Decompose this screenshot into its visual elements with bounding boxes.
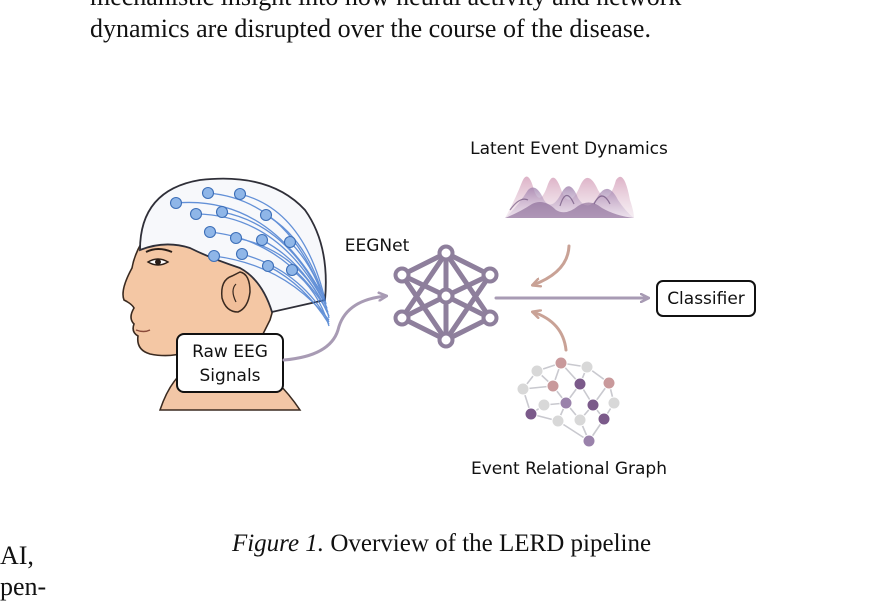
eeg-cap	[139, 177, 327, 314]
left-column-fragment-2: pen-	[0, 572, 47, 601]
latent-dynamics-waves	[505, 176, 634, 218]
raw-eeg-signals-box: Raw EEG Signals	[176, 333, 284, 393]
arrow-eeg-to-eegnet	[282, 296, 386, 362]
arrow-latent-to-main	[533, 244, 571, 285]
eegnet-nodes	[393, 244, 499, 349]
eegnet-label: EEGNet	[345, 236, 410, 256]
ear	[220, 271, 251, 313]
raw-eeg-label-line-2: Signals	[199, 366, 260, 386]
body-text-line-1: mechanistic insight into how neural acti…	[90, 0, 681, 12]
figure-caption: Figure 1. Overview of the LERD pipeline	[0, 530, 883, 558]
event-relational-graph	[516, 356, 621, 448]
classifier-box: Classifier	[656, 280, 756, 317]
event-graph-label: Event Relational Graph	[471, 459, 667, 479]
arrow-graph-to-main	[533, 312, 568, 352]
left-column-fragment-1: AI,	[0, 541, 34, 570]
latent-dynamics-label: Latent Event Dynamics	[470, 139, 668, 159]
raw-eeg-label-line-1: Raw EEG	[192, 342, 268, 362]
electrode-wires	[175, 192, 330, 327]
classifier-label: Classifier	[667, 289, 745, 309]
figure-caption-prefix: Figure 1.	[231, 530, 325, 557]
body-text-line-2: dynamics are disrupted over the course o…	[90, 14, 651, 43]
electrodes	[169, 186, 299, 277]
figure-caption-text: Overview of the LERD pipeline	[324, 530, 652, 557]
